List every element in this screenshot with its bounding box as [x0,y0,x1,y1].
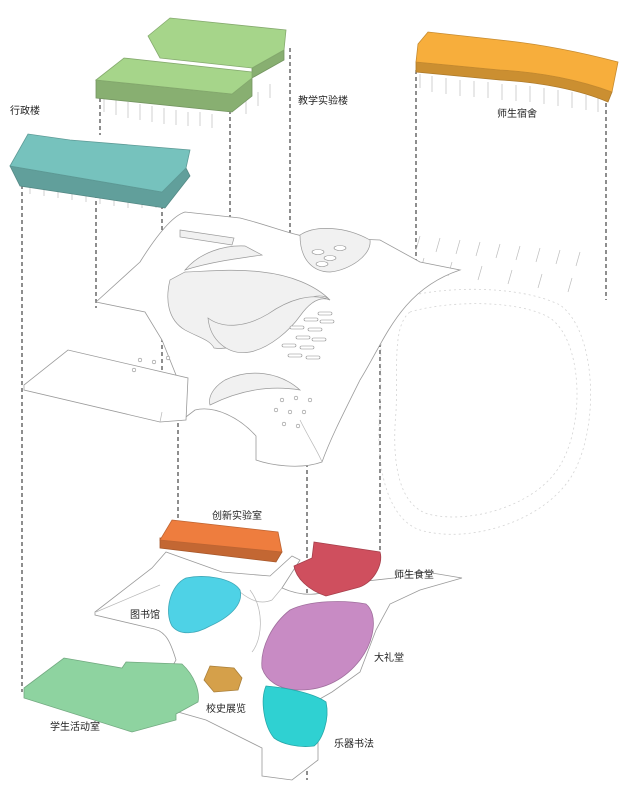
block-auditorium [261,601,374,691]
label-canteen: 师生食堂 [394,568,434,581]
label-history-hall: 校史展览 [206,702,246,715]
labels: 行政楼 教学实验楼 师生宿舍 创新实验室 师生食堂 图书馆 大礼堂 校史展览 学… [10,94,537,750]
label-library: 图书馆 [130,608,160,621]
label-innovation-lab: 创新实验室 [212,509,262,522]
block-music-calligraphy [262,685,328,747]
label-student-activity: 学生活动室 [50,720,100,733]
roof-platform [23,211,462,467]
label-music-calligraphy: 乐器书法 [334,737,374,750]
label-auditorium: 大礼堂 [374,651,404,664]
label-teaching-building: 教学实验楼 [298,94,348,107]
block-canteen [293,541,382,597]
block-innovation-lab [159,519,283,563]
block-history-hall [203,665,243,693]
label-admin-building: 行政楼 [10,104,40,117]
block-library [168,576,241,634]
sports-field-track [394,303,578,518]
block-teaching-building [94,17,287,113]
sports-field-outline [378,288,592,535]
block-student-activity [23,657,199,733]
block-dorm [415,31,619,103]
label-dorm: 师生宿舍 [497,107,537,120]
block-admin-building [9,133,191,209]
skylights [131,245,347,429]
